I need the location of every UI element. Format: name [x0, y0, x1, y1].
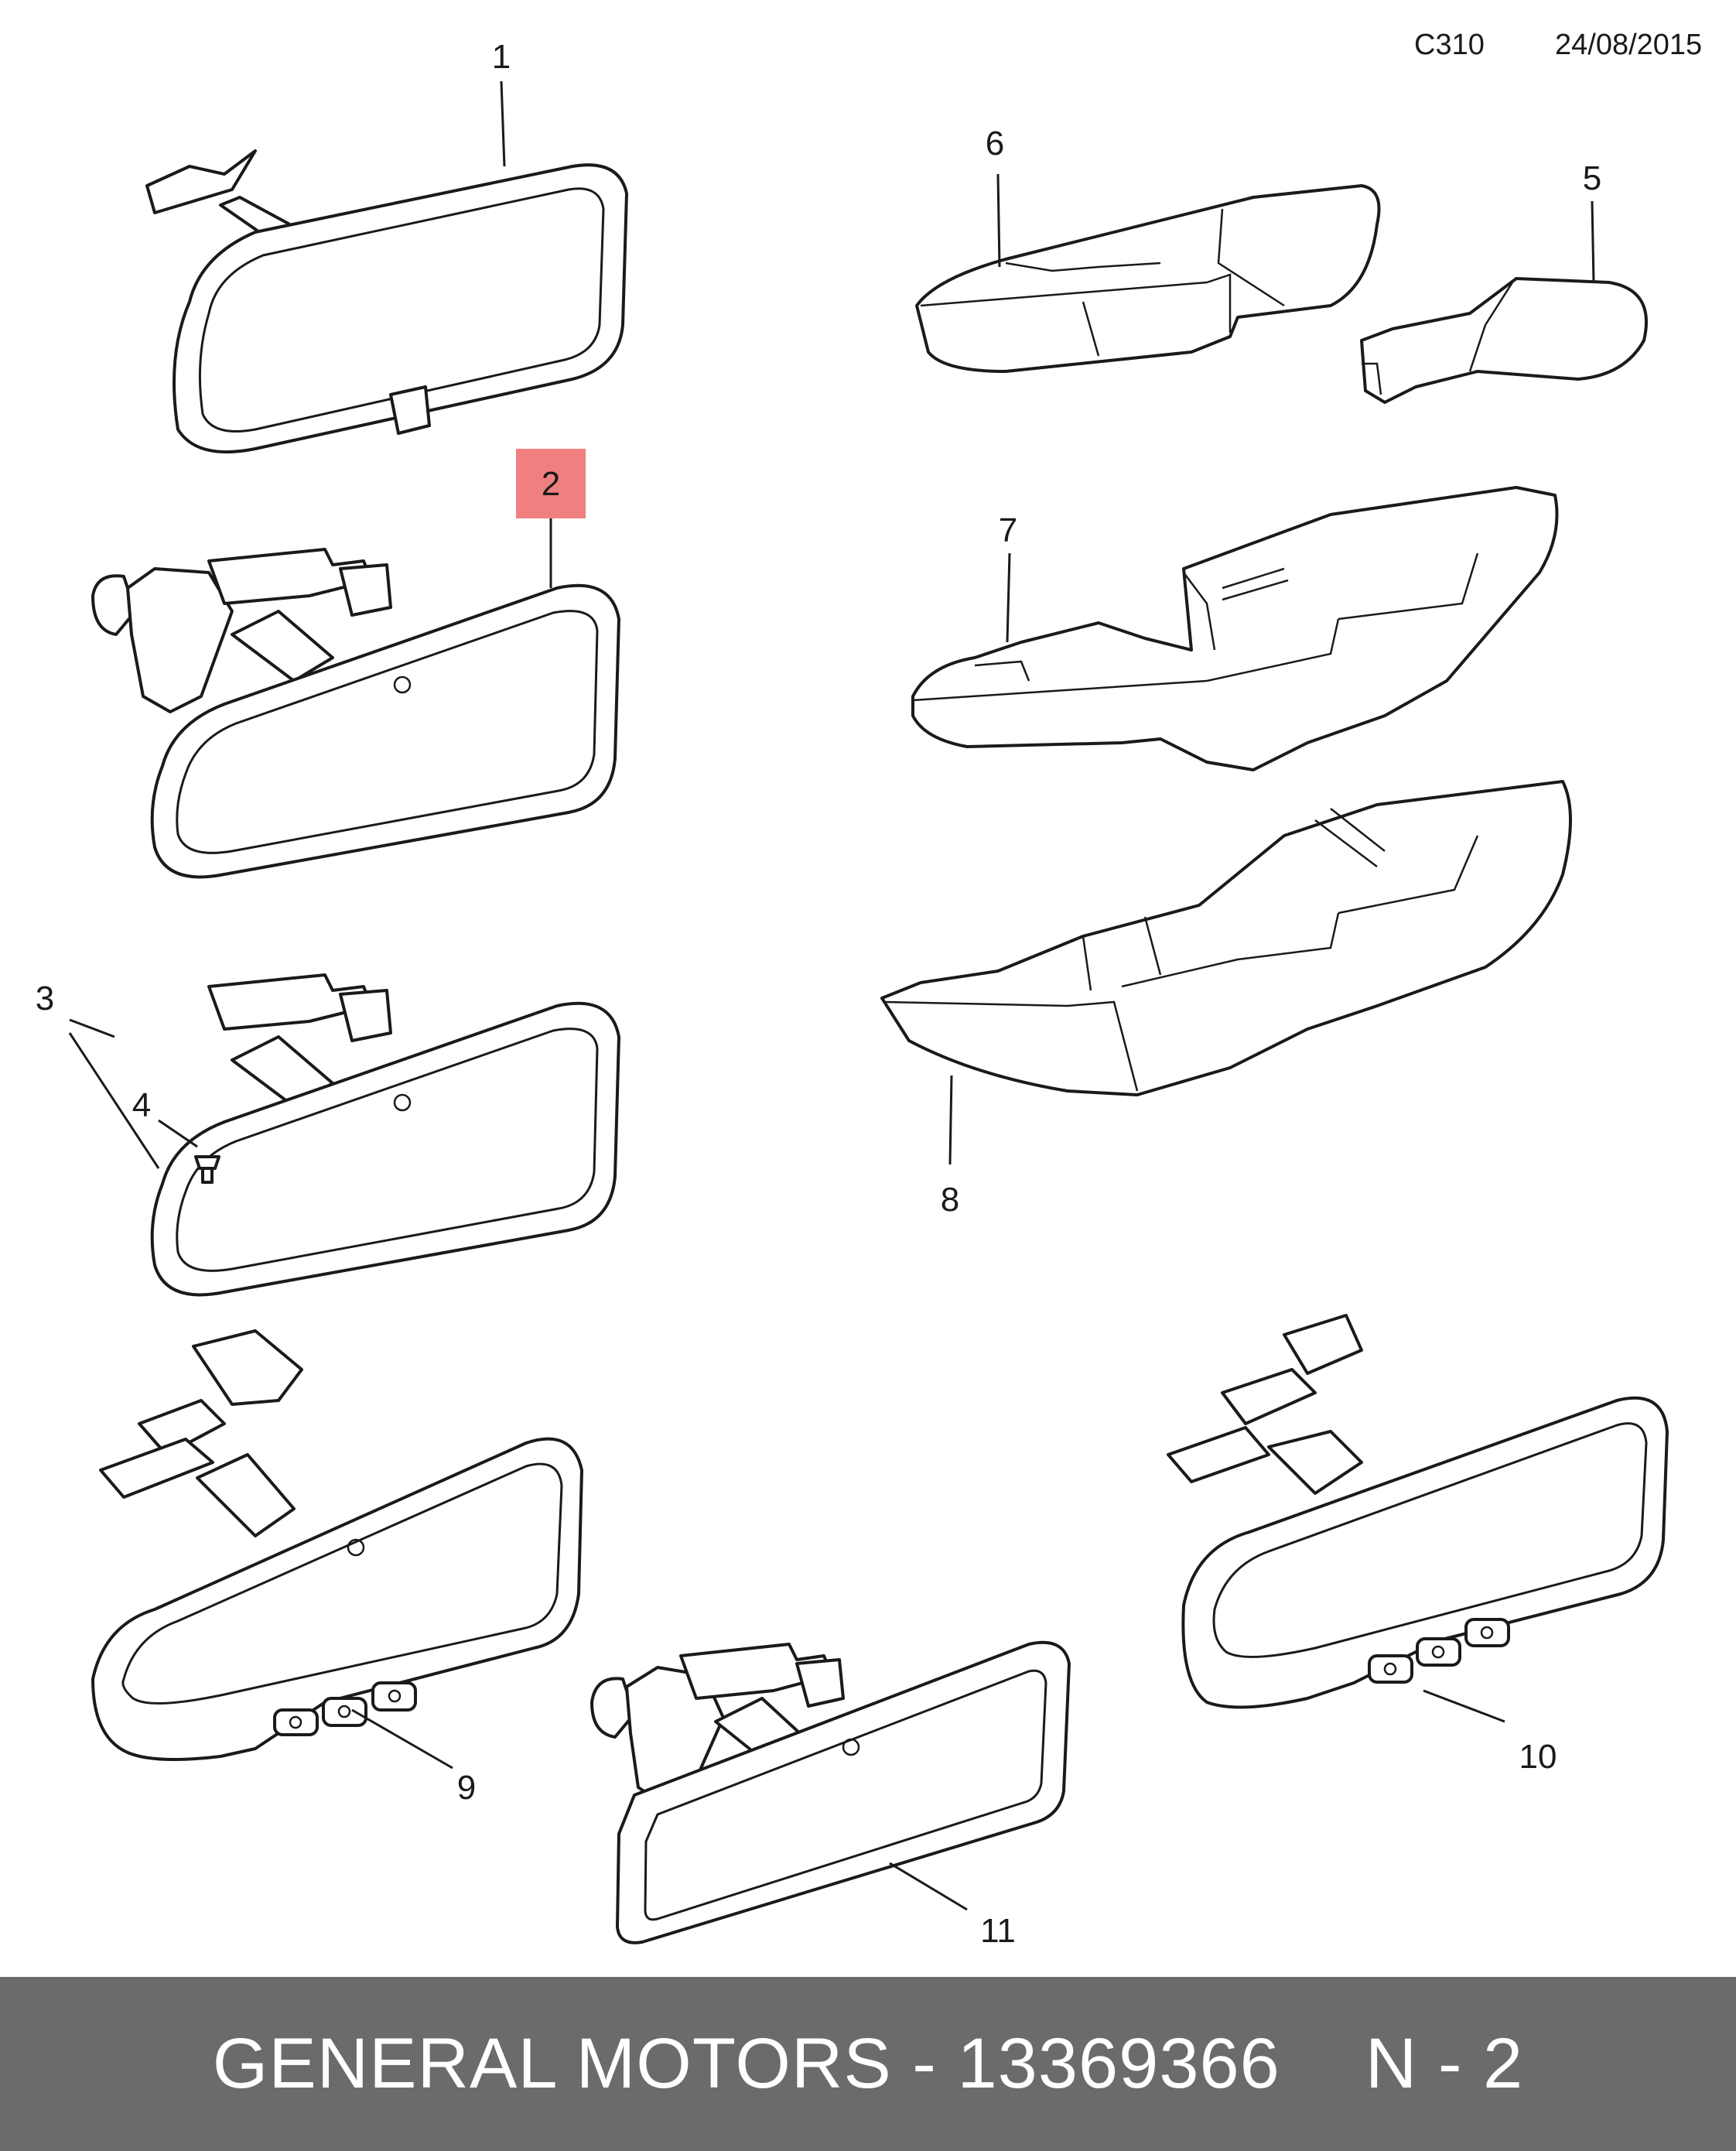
leader-11	[889, 1862, 968, 1911]
part-9-mirror	[91, 1329, 583, 1761]
callout-2: 2	[542, 465, 560, 503]
leader-1	[500, 80, 506, 167]
leader-7	[1006, 552, 1011, 643]
parts-diagram: C310 24/08/2015 1 2 3 4	[36, 29, 1702, 1950]
leader-9	[351, 1708, 453, 1770]
part-2-mirror	[91, 548, 620, 879]
part-1-mirror	[145, 149, 628, 454]
leader-3b	[68, 1032, 160, 1169]
leader-4	[158, 1119, 198, 1148]
leader-10	[1423, 1689, 1505, 1723]
part-7-housing	[911, 486, 1559, 771]
callout-7: 7	[999, 511, 1017, 549]
part-4-screw	[194, 1155, 220, 1184]
footer-page: N - 2	[1365, 2024, 1524, 2103]
callout-1: 1	[492, 38, 511, 76]
callout-4: 4	[132, 1086, 151, 1124]
diagram-date: 24/08/2015	[1555, 29, 1702, 61]
diagram-code: C310	[1414, 29, 1485, 61]
part-6-cover	[915, 184, 1381, 373]
part-11-mirror	[590, 1640, 1071, 1944]
callout-3: 3	[36, 980, 54, 1017]
part-10-mirror	[1167, 1314, 1669, 1709]
callout-2-highlight	[516, 449, 586, 518]
callout-5: 5	[1583, 159, 1601, 197]
callout-10: 10	[1519, 1738, 1557, 1776]
part-number-banner: GENERAL MOTORS - 13369366 N - 2	[0, 1977, 1736, 2151]
leader-8	[948, 1075, 953, 1165]
leader-3a	[69, 1018, 115, 1038]
part-3-mirror	[150, 973, 620, 1297]
part-5-cover	[1360, 277, 1648, 404]
leader-6	[996, 173, 1001, 268]
footer-part-number: GENERAL MOTORS - 13369366	[212, 2024, 1280, 2103]
callout-9: 9	[457, 1769, 476, 1807]
callout-6: 6	[986, 125, 1004, 162]
callout-8: 8	[941, 1181, 959, 1219]
part-8-housing	[880, 780, 1572, 1096]
leader-5	[1591, 200, 1595, 283]
callout-11: 11	[980, 1912, 1016, 1950]
